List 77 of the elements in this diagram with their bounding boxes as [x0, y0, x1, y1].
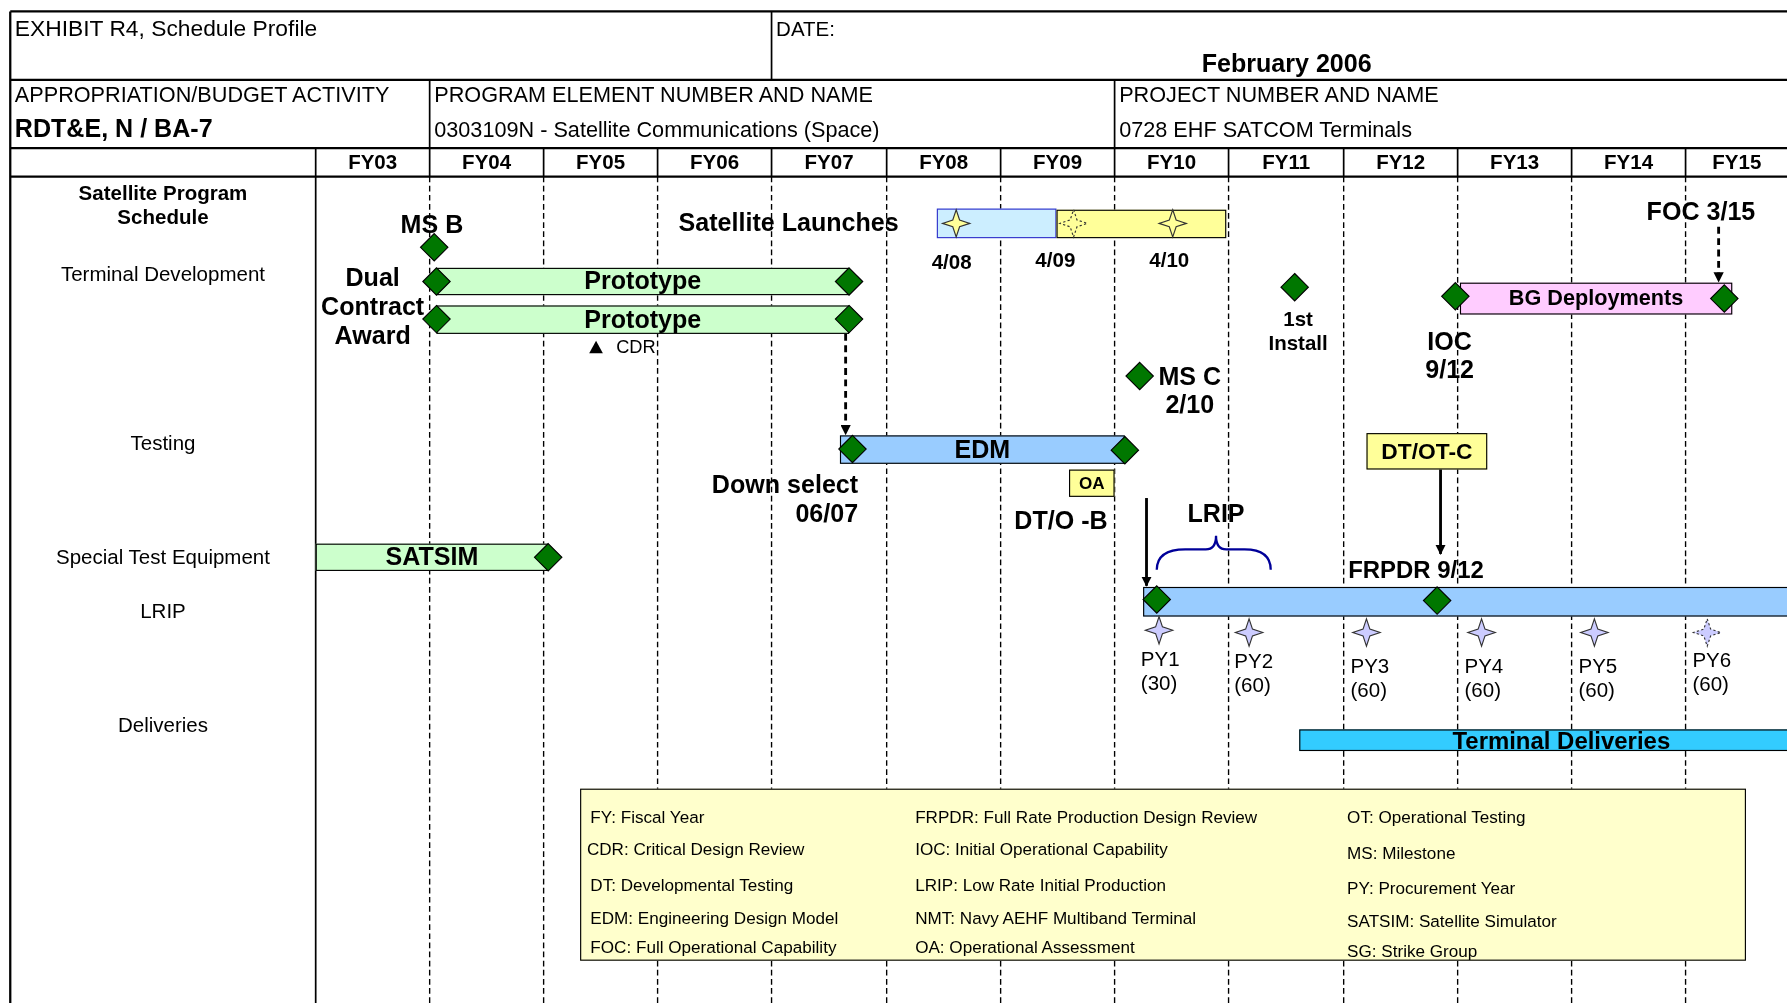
- fiscal-year-label: FY07: [804, 151, 854, 175]
- row-label: Terminal Development: [60, 262, 265, 287]
- row-label: Satellite Program Schedule: [77, 181, 249, 229]
- fiscal-year-label: FY10: [1147, 151, 1197, 175]
- milestone-label: FOC 3/15: [1641, 197, 1761, 227]
- header-label: DATE:: [776, 17, 835, 42]
- milestone-label: Dual Contract Award: [320, 263, 426, 350]
- procurement-year-label: PY1 (30): [1140, 647, 1181, 695]
- task-bar: Prototype: [436, 305, 850, 334]
- milestone-label: 1st Install: [1267, 308, 1329, 356]
- test-box: DT/OT-C: [1366, 433, 1488, 470]
- row-label: Testing: [130, 431, 196, 456]
- fiscal-year-label: FY06: [690, 151, 740, 175]
- glossary-entry: PY: Procurement Year: [1347, 877, 1516, 898]
- glossary-entry: FOC: Full Operational Capability: [590, 937, 837, 957]
- production-bar: [1143, 586, 1787, 617]
- glossary-entry: EDM: Engineering Design Model: [590, 907, 839, 928]
- row-label: Deliveries: [117, 714, 208, 738]
- glossary-entry: IOC: Initial Operational Capability: [915, 839, 1168, 859]
- procurement-year-label: PY3 (60): [1350, 654, 1391, 702]
- arrow: [1713, 226, 1724, 283]
- milestone-label: MS C 2/10: [1157, 362, 1223, 420]
- procurement-year-label: PY5 (60): [1578, 654, 1619, 702]
- glossary-entry: SATSIM: Satellite Simulator: [1347, 911, 1557, 931]
- row-label: LRIP: [140, 600, 186, 624]
- glossary-entry: SG: Strike Group: [1347, 940, 1478, 961]
- header-label: PROGRAM ELEMENT NUMBER AND NAME: [434, 82, 873, 108]
- milestone-label: MS B: [400, 210, 464, 239]
- fiscal-year-label: FY12: [1376, 151, 1426, 175]
- test-box: OA: [1069, 469, 1115, 497]
- header-value: 0728 EHF SATCOM Terminals: [1119, 117, 1412, 143]
- glossary-entry: OA: Operational Assessment: [915, 937, 1135, 957]
- fiscal-year-label: FY13: [1490, 151, 1540, 175]
- phase-label: LRIP: [1187, 499, 1245, 529]
- header-label: PROJECT NUMBER AND NAME: [1119, 82, 1439, 108]
- procurement-year-label: PY4 (60): [1464, 654, 1505, 702]
- date-label: 4/09: [1035, 249, 1076, 273]
- fiscal-year-label: FY03: [348, 151, 398, 175]
- procurement-year-label: PY2 (60): [1234, 649, 1275, 698]
- header-label: APPROPRIATION/BUDGET ACTIVITY: [14, 82, 390, 108]
- milestone-label: FRPDR 9/12: [1333, 555, 1499, 585]
- arrow: [1141, 498, 1152, 587]
- milestone-label: Satellite Launches: [678, 207, 899, 237]
- launch-window-bar: [1056, 209, 1227, 239]
- milestone-label: Down select 06/07: [710, 470, 859, 528]
- glossary-entry: MS: Milestone: [1347, 842, 1456, 863]
- task-bar: EDM: [839, 435, 1125, 464]
- fiscal-year-label: FY11: [1262, 151, 1311, 175]
- launch-window-bar: [936, 208, 1057, 239]
- date-label: 4/10: [1149, 249, 1190, 273]
- glossary-entry: CDR: Critical Design Review: [586, 839, 805, 859]
- fiscal-year-label: FY15: [1712, 151, 1762, 175]
- fiscal-year-label: FY05: [576, 151, 626, 175]
- glossary-entry: NMT: Navy AEHF Multiband Terminal: [915, 907, 1197, 928]
- fiscal-year-label: FY09: [1033, 151, 1083, 175]
- milestone-label: CDR: [616, 337, 656, 359]
- header-value: 0303109N - Satellite Communications (Space): [434, 117, 880, 143]
- fiscal-year-label: FY08: [919, 151, 969, 175]
- fiscal-year-label: FY14: [1604, 151, 1654, 175]
- arrow: [840, 333, 851, 436]
- glossary-entry: DT: Developmental Testing: [590, 874, 794, 895]
- delivery-bar: Terminal Deliveries: [1299, 729, 1787, 752]
- glossary-entry: FRPDR: Full Rate Production Design Review: [915, 807, 1258, 827]
- arrow: [1435, 469, 1446, 555]
- date-label: 4/08: [931, 250, 972, 274]
- task-bar: BG Deployments: [1459, 282, 1733, 315]
- exhibit-title: EXHIBIT R4, Schedule Profile: [14, 15, 318, 42]
- milestone-label: IOC 9/12: [1424, 326, 1476, 385]
- fiscal-year-label: FY04: [462, 151, 512, 175]
- glossary-entry: FY: Fiscal Year: [590, 807, 705, 827]
- row-label: Special Test Equipment: [55, 545, 270, 570]
- header-value: RDT&E, N / BA-7: [14, 114, 213, 144]
- milestone-label: DT/O -B: [1014, 506, 1108, 536]
- glossary-entry: LRIP: Low Rate Initial Production: [915, 874, 1166, 895]
- glossary-entry: OT: Operational Testing: [1347, 807, 1526, 827]
- report-date: February 2006: [1201, 49, 1372, 79]
- procurement-year-label: PY6 (60): [1692, 648, 1733, 696]
